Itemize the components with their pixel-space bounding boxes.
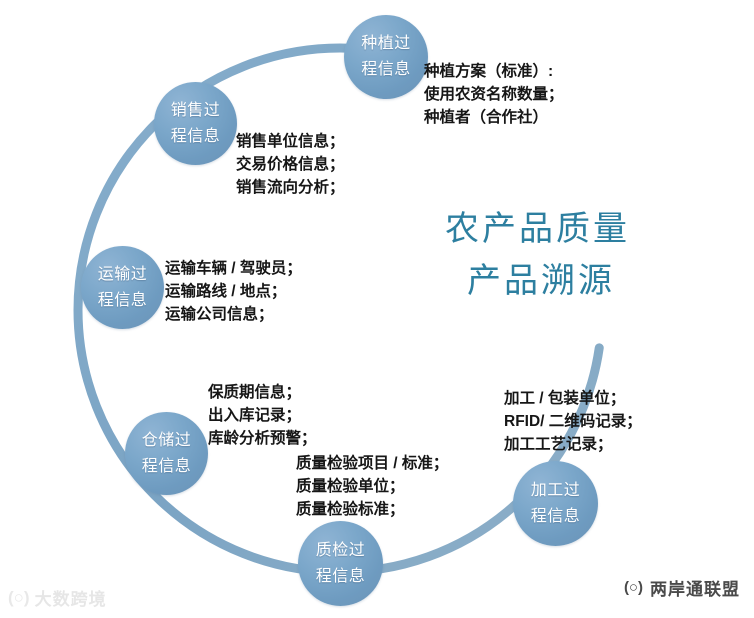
watermark-logo-icon: (○)	[8, 587, 30, 607]
page-title: 农产品质量 产品溯源	[445, 203, 630, 307]
note-line: 使用农资名称数量；	[424, 86, 564, 103]
node-transport-process[interactable]: 运输过 程信息	[81, 246, 164, 329]
note-line: 保质期信息；	[208, 384, 302, 401]
node-sales-process[interactable]: 销售过 程信息	[154, 82, 237, 165]
note-line: 运输公司信息；	[165, 306, 274, 323]
note-line: 销售流向分析；	[236, 179, 345, 196]
node-label-line2: 程信息	[97, 291, 148, 309]
node-label-line2: 程信息	[530, 507, 581, 525]
node-label-line1: 仓储过	[141, 431, 192, 449]
note-line: 种植方案（标准）:	[424, 63, 554, 80]
node-label-line1: 运输过	[97, 265, 148, 283]
note-planting: 种植方案（标准）: 使用农资名称数量； 种植者（合作社）	[424, 60, 564, 129]
note-line: 质量检验单位；	[296, 478, 405, 495]
node-processing-process[interactable]: 加工过 程信息	[513, 461, 598, 546]
title-line-1: 农产品质量	[445, 210, 630, 248]
node-label-line1: 种植过	[361, 35, 411, 52]
note-line: 加工 / 包装单位；	[504, 390, 626, 407]
watermark-logo-icon: (○)	[623, 579, 643, 596]
watermark-left: (○) 大数跨境	[8, 585, 107, 610]
node-label-line2: 程信息	[361, 61, 411, 78]
watermark-left-text: 大数跨境	[34, 590, 107, 609]
note-line: 库龄分析预警；	[208, 430, 317, 447]
note-storage: 保质期信息； 出入库记录； 库龄分析预警；	[208, 381, 317, 450]
node-label-line2: 程信息	[170, 127, 221, 145]
note-line: RFID/ 二维码记录；	[504, 413, 642, 430]
note-quality-inspection: 质量检验项目 / 标准； 质量检验单位； 质量检验标准；	[296, 452, 448, 521]
node-label-line1: 质检过	[315, 541, 366, 559]
note-line: 销售单位信息；	[236, 133, 345, 150]
node-label-line1: 销售过	[170, 101, 221, 119]
node-quality-inspection-process[interactable]: 质检过 程信息	[298, 521, 383, 606]
node-label-line1: 加工过	[530, 481, 581, 499]
note-line: 交易价格信息；	[236, 156, 345, 173]
note-line: 出入库记录；	[208, 407, 302, 424]
title-line-2: 产品溯源	[467, 262, 615, 300]
watermark-right-text: 两岸通联盟	[650, 580, 740, 599]
note-transport: 运输车辆 / 驾驶员； 运输路线 / 地点； 运输公司信息；	[165, 257, 302, 326]
note-line: 种植者（合作社）	[424, 109, 549, 126]
node-label-line2: 程信息	[141, 457, 192, 475]
note-sales: 销售单位信息； 交易价格信息； 销售流向分析；	[236, 130, 345, 199]
node-label-line2: 程信息	[315, 567, 366, 585]
note-line: 质量检验项目 / 标准；	[296, 455, 449, 472]
node-planting-process[interactable]: 种植过 程信息	[344, 15, 428, 99]
note-processing: 加工 / 包装单位； RFID/ 二维码记录； 加工工艺记录；	[504, 387, 642, 456]
note-line: 运输车辆 / 驾驶员；	[165, 260, 302, 277]
note-line: 质量检验标准；	[296, 501, 405, 518]
note-line: 加工工艺记录；	[504, 436, 613, 453]
watermark-right: (○) 两岸通联盟	[624, 575, 740, 600]
node-storage-process[interactable]: 仓储过 程信息	[125, 412, 208, 495]
note-line: 运输路线 / 地点；	[165, 283, 287, 300]
